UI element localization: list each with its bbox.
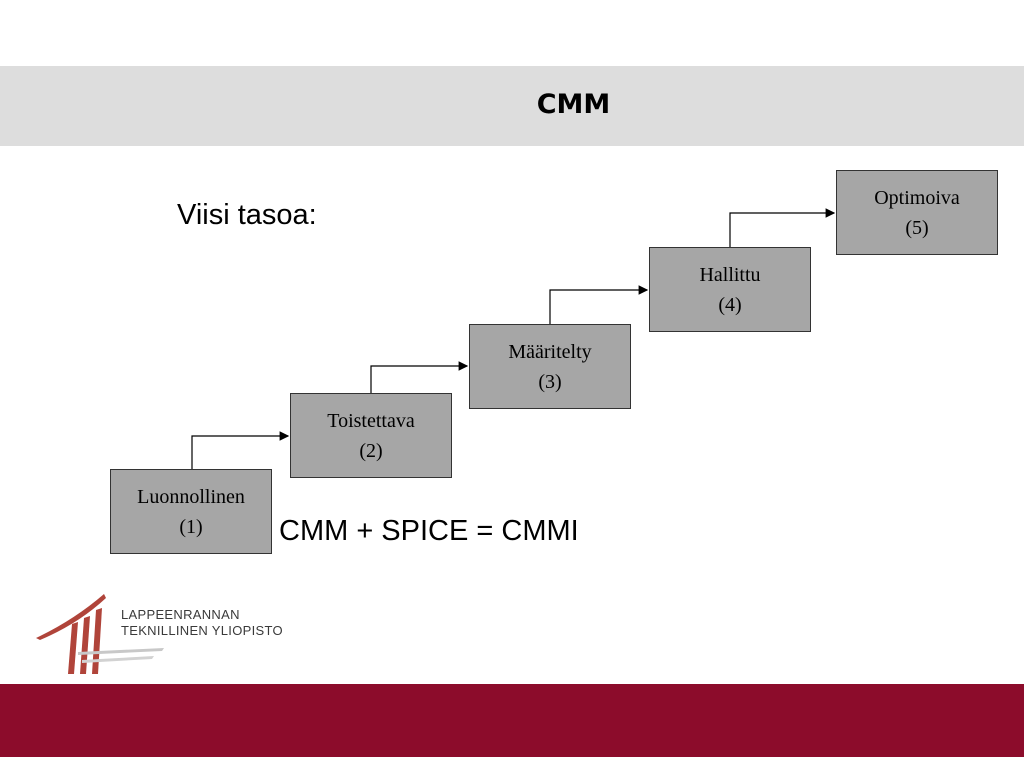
university-name-line-2: TEKNILLINEN YLIOPISTO: [121, 623, 283, 638]
level-name: Hallittu: [699, 264, 761, 286]
level-name: Optimoiva: [874, 187, 960, 209]
level-number: (3): [538, 371, 562, 393]
slide-title: CMM: [536, 89, 611, 120]
level-name: Määritelty: [508, 341, 592, 363]
level-box-3: Määritelty (3): [469, 324, 631, 409]
level-name: Luonnollinen: [137, 486, 245, 508]
title-band: [0, 66, 1024, 146]
intro-text: Viisi tasoa:: [177, 199, 317, 231]
footer-band: [0, 684, 1024, 757]
connector-4-5: [729, 208, 836, 247]
equation-text: CMM + SPICE = CMMI: [279, 515, 579, 547]
level-box-1: Luonnollinen (1): [110, 469, 272, 554]
level-number: (5): [905, 217, 929, 239]
level-name: Toistettava: [327, 410, 415, 432]
level-box-4: Hallittu (4): [649, 247, 811, 332]
level-number: (2): [359, 440, 383, 462]
level-box-2: Toistettava (2): [290, 393, 452, 478]
connector-1-2: [191, 431, 290, 469]
university-name-line-1: LAPPEENRANNAN: [121, 607, 240, 622]
connector-3-4: [549, 285, 649, 324]
level-box-5: Optimoiva (5): [836, 170, 998, 255]
university-name: LAPPEENRANNAN TEKNILLINEN YLIOPISTO: [121, 607, 283, 639]
university-logo-icon: [36, 594, 164, 674]
connector-2-3: [370, 361, 469, 393]
level-number: (1): [179, 516, 203, 538]
level-number: (4): [718, 294, 742, 316]
